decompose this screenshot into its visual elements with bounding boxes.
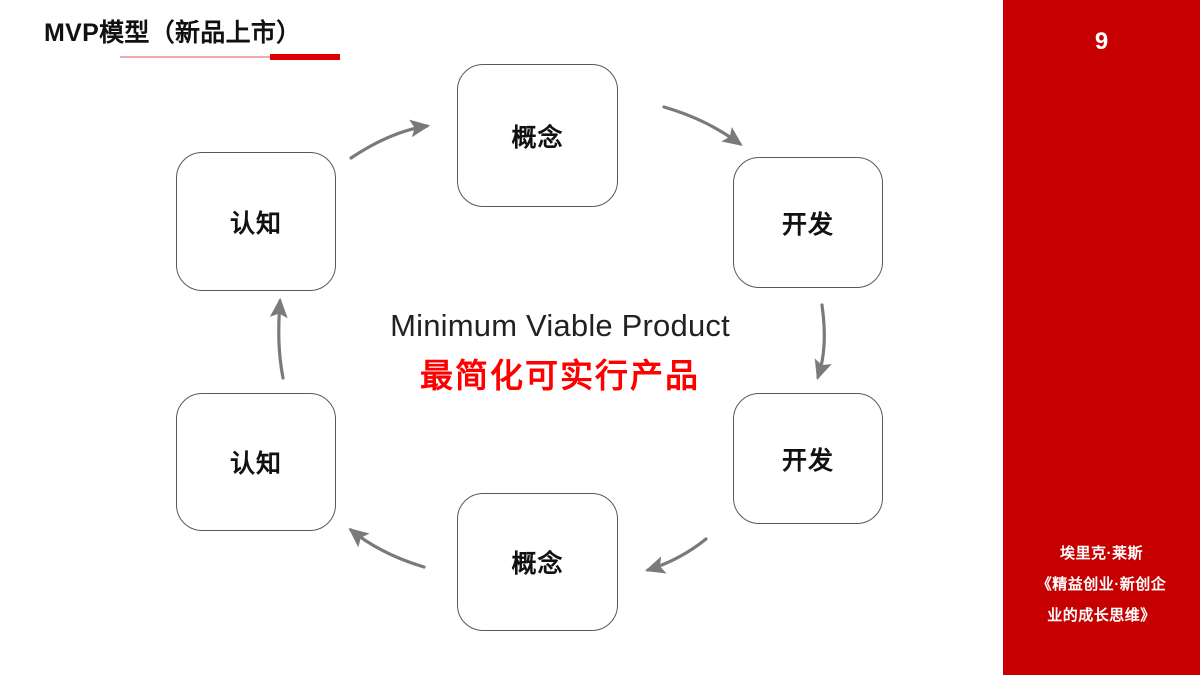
cycle-node-label: 开发 (781, 210, 834, 239)
cycle-node-label: 概念 (511, 550, 564, 578)
sidebar-caption-line-3: 业的成长思维》 (1047, 607, 1156, 624)
cycle-node-label: 开发 (781, 446, 834, 475)
cycle-node-left-upper[interactable]: 认知 (176, 152, 336, 291)
arrow-bottom-to-left-dn (348, 527, 426, 569)
page-title: MVP模型（新品上市） (44, 19, 302, 47)
title-underline-thick (270, 54, 340, 60)
sidebar-caption-line-1: 埃里克·莱斯 (1060, 545, 1143, 562)
title-block: MVP模型（新品上市） (44, 16, 464, 76)
title-underline-thin (120, 56, 272, 58)
cycle-node-bottom[interactable]: 概念 (457, 493, 618, 631)
center-chinese-text: 最简化可实行产品 (420, 357, 700, 394)
sidebar-caption-line-2: 《精益创业·新创企 (1036, 576, 1167, 593)
arrow-top-to-right-up (662, 105, 743, 146)
center-text-block: Minimum Viable Product 最简化可实行产品 (330, 305, 790, 397)
arrow-right-dn-to-bottom (644, 537, 708, 574)
center-english-text: Minimum Viable Product (390, 308, 730, 343)
cycle-node-label: 概念 (511, 123, 564, 152)
cycle-node-label: 认知 (229, 450, 282, 478)
cycle-node-right-lower[interactable]: 开发 (733, 393, 883, 524)
cycle-node-top[interactable]: 概念 (457, 64, 618, 207)
cycle-node-label: 认知 (229, 209, 282, 238)
arrow-right-up-to-right-dn (814, 303, 832, 381)
arrow-left-dn-to-left-up (269, 297, 288, 380)
cycle-node-left-lower[interactable]: 认知 (176, 393, 336, 531)
cycle-node-right-upper[interactable]: 开发 (733, 157, 883, 288)
arrow-left-up-to-top (349, 119, 431, 160)
red-sidebar: 9 埃里克·莱斯 《精益创业·新创企 业的成长思维》 (1003, 0, 1200, 675)
page-number: 9 (1094, 28, 1109, 55)
sidebar-caption: 埃里克·莱斯 《精益创业·新创企 业的成长思维》 (1003, 538, 1200, 631)
